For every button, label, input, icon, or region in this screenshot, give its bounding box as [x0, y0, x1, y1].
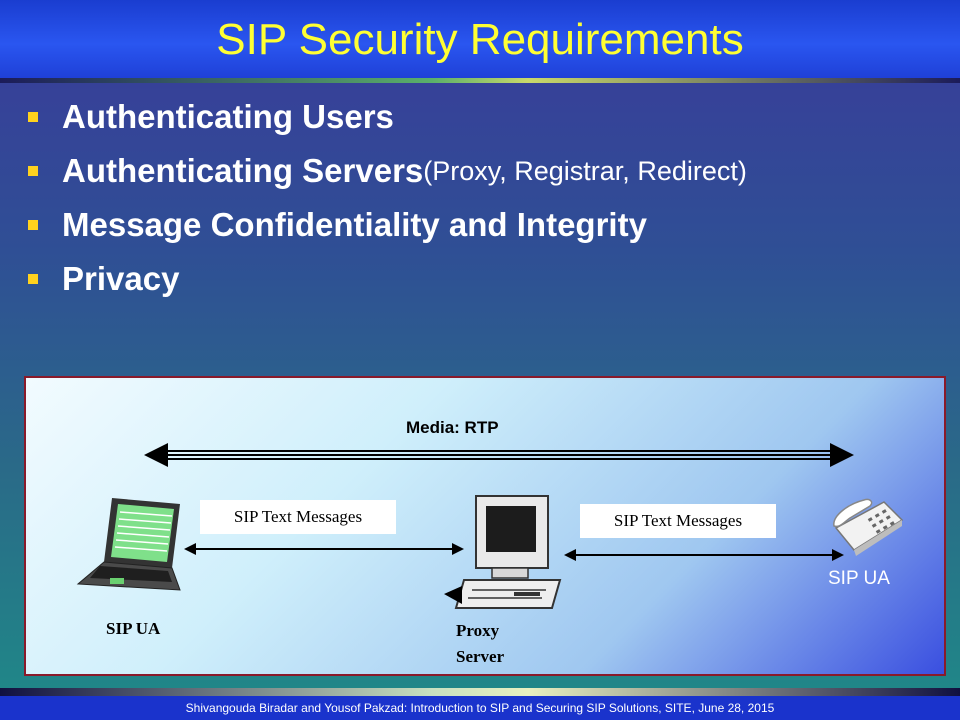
desktop-computer-icon — [444, 495, 562, 609]
footer: Shivangouda Biradar and Yousof Pakzad: I… — [0, 696, 960, 720]
title-divider — [0, 78, 960, 83]
center-node-label-line2: Server — [456, 647, 505, 666]
left-node-label: SIP UA — [106, 619, 161, 638]
bullet-marker-icon — [28, 166, 38, 176]
center-node-label-line1: Proxy — [456, 621, 500, 640]
bullet-marker-icon — [28, 220, 38, 230]
telephone-icon — [833, 498, 904, 556]
bullet-list: Authenticating Users Authenticating Serv… — [28, 90, 948, 306]
left-message-arrow — [184, 543, 464, 555]
bullet-item: Message Confidentiality and Integrity — [28, 198, 948, 252]
left-message-box: SIP Text Messages — [200, 500, 396, 534]
right-message-box: SIP Text Messages — [580, 504, 776, 538]
media-label: Media: RTP — [406, 418, 499, 437]
right-node-label: SIP UA — [828, 568, 890, 589]
bullet-item: Privacy — [28, 252, 948, 306]
right-message-arrow — [564, 549, 844, 561]
bullet-marker-icon — [28, 112, 38, 122]
bullet-item: Authenticating Users — [28, 90, 948, 144]
bullet-text: Privacy — [62, 260, 180, 297]
title-bar: SIP Security Requirements — [0, 0, 960, 80]
bullet-marker-icon — [28, 274, 38, 284]
laptop-icon — [76, 498, 181, 591]
slide-title: SIP Security Requirements — [216, 15, 744, 64]
bullet-text: Authenticating Users — [62, 98, 394, 135]
media-arrow — [144, 443, 854, 467]
footer-text: Shivangouda Biradar and Yousof Pakzad: I… — [185, 701, 775, 715]
bullet-item: Authenticating Servers (Proxy, Registrar… — [28, 144, 948, 198]
footer-divider — [0, 688, 960, 696]
bullet-text: Authenticating Servers — [62, 152, 424, 189]
bullet-suffix: (Proxy, Registrar, Redirect) — [423, 155, 747, 186]
sip-diagram: Media: RTP SIP UA SIP Text Messages — [24, 376, 946, 676]
bullet-text: Message Confidentiality and Integrity — [62, 206, 647, 243]
